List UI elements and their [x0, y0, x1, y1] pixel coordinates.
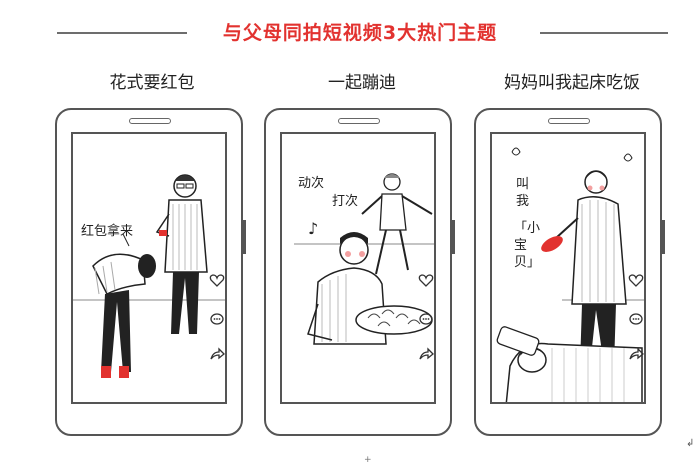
- illustration-dancing-with-father: ♪: [294, 173, 434, 345]
- video-screen-dance[interactable]: ♪ 动次 打次: [280, 132, 436, 404]
- video-screen-red-envelope[interactable]: 红包拿来: [71, 132, 227, 404]
- speech-dance-line1: 动次: [298, 176, 325, 191]
- phone-speaker: [129, 118, 171, 124]
- caption-wake-up: 妈妈叫我起床吃饭: [504, 73, 640, 93]
- speech-wake-up-line1: 叫我: [516, 177, 530, 209]
- phone-speaker: [338, 118, 380, 124]
- share-icon[interactable]: [418, 346, 434, 362]
- speech-dance-line2: 打次: [332, 194, 359, 209]
- small-cross-mark: +: [364, 455, 372, 465]
- caption-red-envelope: 花式要红包: [109, 73, 195, 93]
- phone-side-button: [662, 220, 665, 254]
- heart-icon[interactable]: [418, 272, 434, 288]
- phone-frame-dance: ♪ 动次 打次: [264, 108, 455, 436]
- video-screen-wake-up[interactable]: 叫我 「小宝贝」: [490, 132, 646, 404]
- heart-icon[interactable]: [628, 272, 644, 288]
- comment-icon[interactable]: [628, 312, 644, 328]
- comment-icon[interactable]: [418, 312, 434, 328]
- illustration-bowing-to-father: [73, 174, 225, 378]
- caption-dance: 一起蹦迪: [328, 73, 396, 93]
- phone-frame-wake-up: 叫我 「小宝贝」: [474, 108, 665, 436]
- heart-icon[interactable]: [209, 272, 225, 288]
- header-rule-left: [57, 32, 187, 34]
- page-title: 与父母同拍短视频3大热门主题: [222, 22, 498, 44]
- phone-side-button: [243, 220, 246, 254]
- speech-red-envelope: 红包拿来: [81, 224, 134, 239]
- svg-text:♪: ♪: [308, 219, 318, 238]
- illustration-mom-waking-child: [496, 147, 644, 402]
- share-icon[interactable]: [628, 346, 644, 362]
- phone-side-button: [452, 220, 455, 254]
- header-rule-right: [540, 32, 668, 34]
- comment-icon[interactable]: [209, 312, 225, 328]
- phone-speaker: [548, 118, 590, 124]
- phone-frame-red-envelope: 红包拿来: [55, 108, 246, 436]
- header: 与父母同拍短视频3大热门主题: [0, 18, 697, 48]
- corner-return-mark: ↲: [686, 438, 695, 449]
- speech-wake-up-quote: 「小宝贝」: [514, 221, 541, 270]
- share-icon[interactable]: [209, 346, 225, 362]
